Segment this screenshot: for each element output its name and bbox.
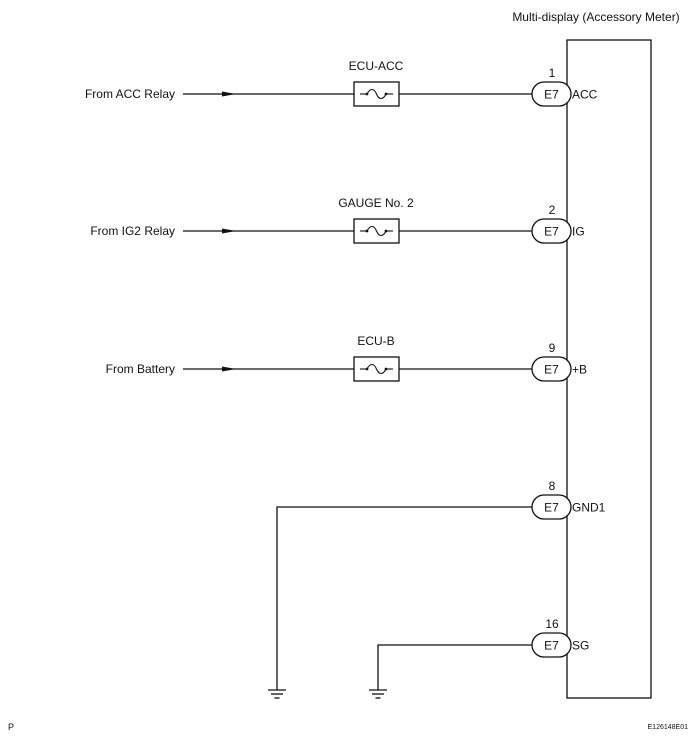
connector-code: E7 xyxy=(544,363,559,377)
circuit-battery: From Battery ECU-B 9 E7 +B xyxy=(106,334,587,382)
ground-icon xyxy=(268,689,286,699)
pin-number: 1 xyxy=(549,66,556,80)
pin-number: 8 xyxy=(549,479,556,493)
connector-icon xyxy=(531,632,572,658)
connector-icon xyxy=(531,81,572,107)
circuit-acc: From ACC Relay ECU-ACC 1 E7 ACC xyxy=(85,59,598,107)
connector-code: E7 xyxy=(544,88,559,102)
circuit-sg: 16 E7 SG xyxy=(369,617,589,699)
source-label: From ACC Relay xyxy=(85,87,175,101)
terminal-label: GND1 xyxy=(572,501,606,515)
terminal-label: IG xyxy=(572,225,585,239)
terminal-label: +B xyxy=(572,363,587,377)
connector-code: E7 xyxy=(544,225,559,239)
connector-icon xyxy=(531,356,572,382)
source-label: From Battery xyxy=(106,362,175,376)
connector-code: E7 xyxy=(544,501,559,515)
pin-number: 16 xyxy=(545,617,559,631)
pin-number: 2 xyxy=(549,203,556,217)
wire xyxy=(276,506,533,690)
pin-number: 9 xyxy=(549,341,556,355)
arrow-right-icon xyxy=(222,366,236,372)
terminal-label: SG xyxy=(572,639,589,653)
ground-icon xyxy=(369,689,387,699)
fuse-label: ECU-B xyxy=(357,334,394,348)
figure-code: E126148E01 xyxy=(648,724,689,731)
terminal-label: ACC xyxy=(572,88,598,102)
arrow-right-icon xyxy=(222,91,236,97)
circuit-ig: From IG2 Relay GAUGE No. 2 2 E7 IG xyxy=(90,196,585,244)
fuse-label: GAUGE No. 2 xyxy=(338,196,414,210)
source-label: From IG2 Relay xyxy=(90,224,175,238)
circuit-gnd1: 8 E7 GND1 xyxy=(268,479,606,699)
arrow-right-icon xyxy=(222,228,236,234)
connector-icon xyxy=(531,494,572,520)
fuse-label: ECU-ACC xyxy=(349,59,404,73)
connector-code: E7 xyxy=(544,639,559,653)
page-mark: P xyxy=(8,722,14,732)
connector-icon xyxy=(531,218,572,244)
component-title: Multi-display (Accessory Meter) xyxy=(512,10,679,24)
wire xyxy=(377,644,533,690)
